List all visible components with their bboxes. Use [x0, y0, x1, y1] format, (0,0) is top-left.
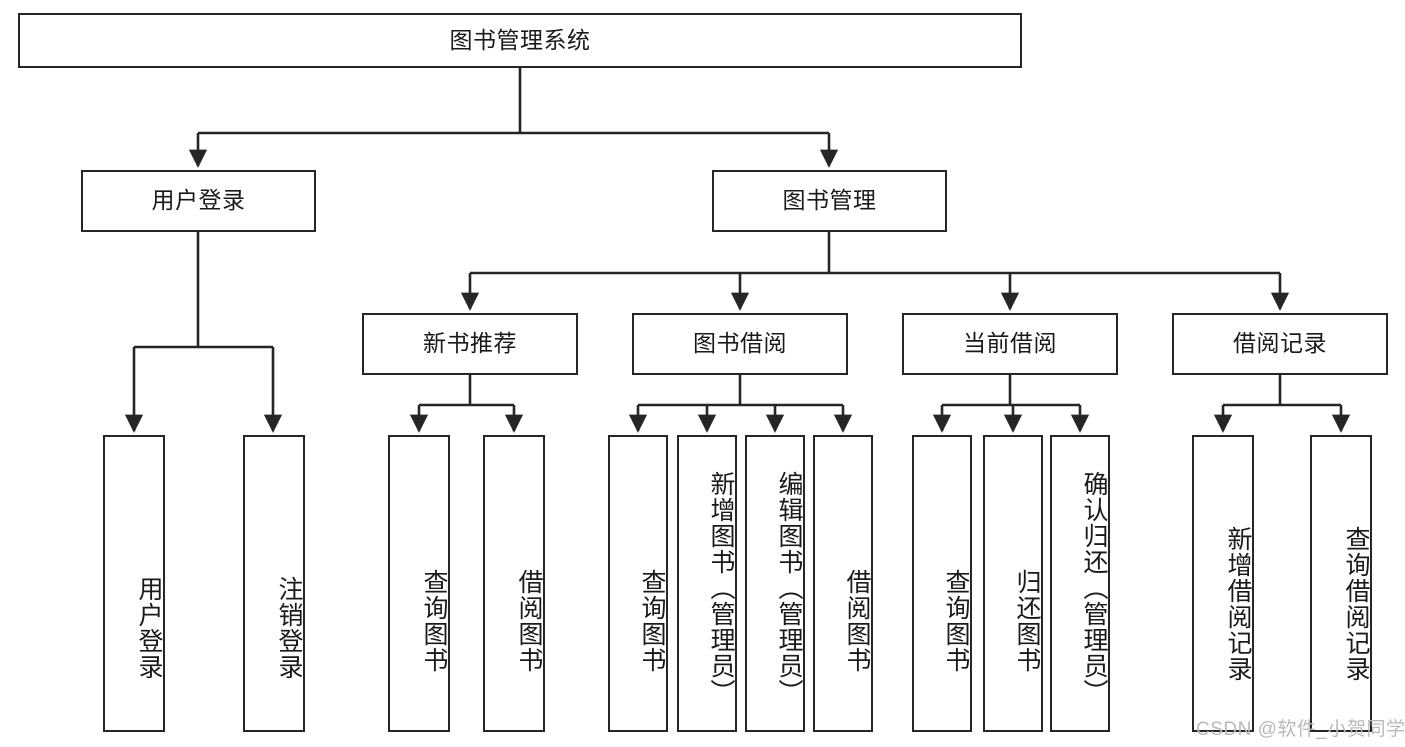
node-leaf-query-book-2[interactable]: 查询图书	[608, 435, 668, 732]
node-leaf-return-book-label: 归还图书	[1013, 569, 1041, 673]
node-leaf-add-book-label: 新增图书（管理员）	[707, 470, 735, 705]
node-book-manage-label: 图书管理	[782, 187, 877, 214]
node-leaf-confirm-return[interactable]: 确认归还（管理员）	[1050, 435, 1110, 732]
node-leaf-query-book-1-label: 查询图书	[420, 569, 448, 673]
node-leaf-borrow-book-2[interactable]: 借阅图书	[813, 435, 873, 732]
node-leaf-user-login-label: 用户登录	[135, 575, 163, 680]
node-leaf-query-book-3-label: 查询图书	[942, 569, 970, 673]
node-leaf-logout-label: 注销登录	[275, 575, 303, 680]
node-current-borrow[interactable]: 当前借阅	[902, 313, 1118, 375]
node-leaf-edit-book-label: 编辑图书（管理员）	[775, 470, 803, 705]
node-leaf-borrow-book-2-label: 借阅图书	[843, 569, 871, 673]
node-root[interactable]: 图书管理系统	[18, 13, 1022, 68]
node-leaf-return-book[interactable]: 归还图书	[983, 435, 1043, 732]
node-book-manage[interactable]: 图书管理	[712, 170, 947, 232]
node-root-label: 图书管理系统	[449, 26, 591, 53]
node-leaf-query-record-label: 查询借阅记录	[1342, 525, 1370, 682]
node-leaf-confirm-return-label: 确认归还（管理员）	[1080, 470, 1108, 705]
node-leaf-add-record-label: 新增借阅记录	[1224, 525, 1252, 682]
node-leaf-add-book[interactable]: 新增图书（管理员）	[677, 435, 737, 732]
node-leaf-borrow-book-1-label: 借阅图书	[515, 569, 543, 673]
node-leaf-user-login[interactable]: 用户登录	[103, 435, 165, 732]
node-new-book-recommend-label: 新书推荐	[423, 330, 517, 357]
node-leaf-query-record[interactable]: 查询借阅记录	[1310, 435, 1372, 732]
node-borrow-record[interactable]: 借阅记录	[1172, 313, 1388, 375]
node-leaf-logout[interactable]: 注销登录	[243, 435, 305, 732]
node-new-book-recommend[interactable]: 新书推荐	[362, 313, 578, 375]
node-leaf-edit-book[interactable]: 编辑图书（管理员）	[745, 435, 805, 732]
node-borrow-record-label: 借阅记录	[1233, 330, 1327, 357]
node-leaf-query-book-1[interactable]: 查询图书	[388, 435, 450, 732]
node-book-borrow[interactable]: 图书借阅	[632, 313, 848, 375]
node-user-login-label: 用户登录	[151, 187, 246, 214]
node-leaf-add-record[interactable]: 新增借阅记录	[1192, 435, 1254, 732]
node-leaf-query-book-3[interactable]: 查询图书	[912, 435, 972, 732]
node-user-login[interactable]: 用户登录	[81, 170, 316, 232]
node-book-borrow-label: 图书借阅	[693, 330, 787, 357]
node-leaf-query-book-2-label: 查询图书	[638, 569, 666, 673]
node-current-borrow-label: 当前借阅	[963, 330, 1057, 357]
node-leaf-borrow-book-1[interactable]: 借阅图书	[483, 435, 545, 732]
csdn-watermark: CSDN @软件_小贺同学	[1196, 719, 1405, 740]
